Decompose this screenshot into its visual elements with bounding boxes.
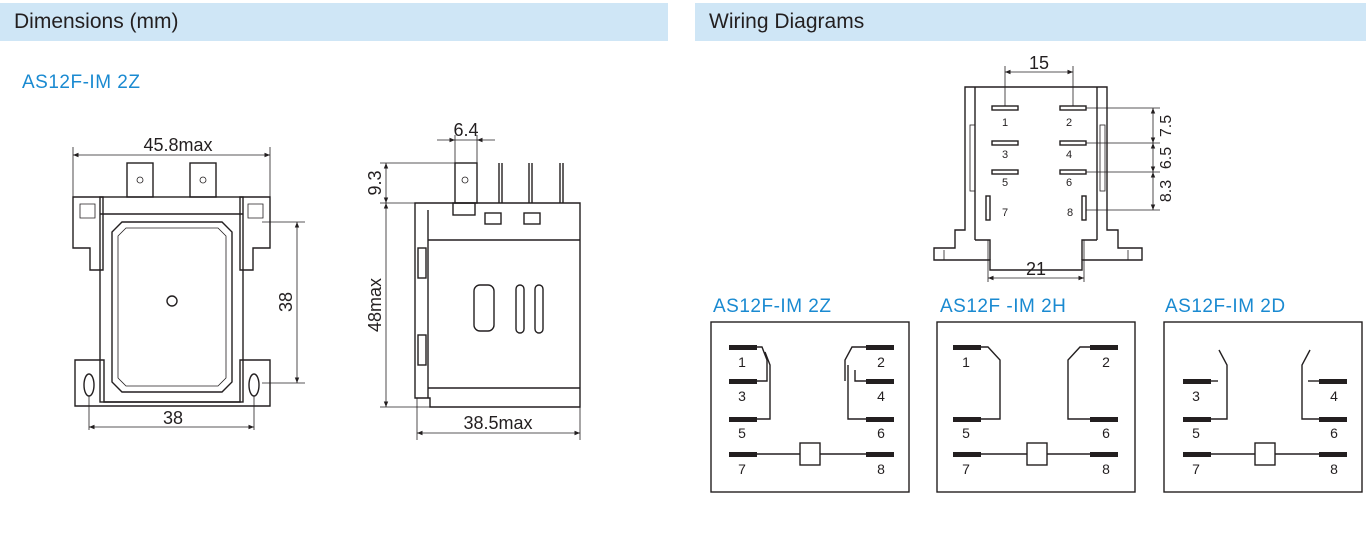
schematic-2h-pin-1: 1 (962, 354, 970, 370)
schematic-2h-pin-2: 2 (1102, 354, 1110, 370)
schematic-2h-pin-7: 7 (962, 461, 970, 477)
pin-bottom-spacing-label: 21 (1026, 259, 1046, 279)
wiring-diagrams-header: Wiring Diagrams (695, 3, 1366, 41)
pin-label-1: 1 (1002, 117, 1008, 129)
schematic-2d (1163, 321, 1363, 493)
pin-label-6: 6 (1066, 177, 1072, 189)
schematic-2z-pin-5: 5 (738, 425, 746, 441)
schematic-2z-pin-3: 3 (738, 388, 746, 404)
side-height-label: 48max (365, 278, 385, 332)
schematic-2d-pin-5: 5 (1192, 425, 1200, 441)
dimension-model-label: AS12F-IM 2Z (22, 72, 141, 93)
front-hole-spacing-label: 38 (163, 408, 183, 428)
schematic-2d-pin-6: 6 (1330, 425, 1338, 441)
schematic-2z-pin-6: 6 (877, 425, 885, 441)
schematic-2h-pin-8: 8 (1102, 461, 1110, 477)
wiring-2z-model-label: AS12F-IM 2Z (713, 296, 832, 317)
schematic-2z-pin-4: 4 (877, 388, 885, 404)
front-height-label: 38 (276, 292, 296, 312)
schematic-2z-pin-1: 1 (738, 354, 746, 370)
schematic-2d-pin-8: 8 (1330, 461, 1338, 477)
pin-label-5: 5 (1002, 177, 1008, 189)
pin-label-7: 7 (1002, 207, 1008, 219)
schematic-2d-pin-3: 3 (1192, 388, 1200, 404)
pin-row-spacing-2-label: 6.5 (1158, 147, 1175, 169)
pin-row-spacing-1-label: 7.5 (1158, 115, 1175, 137)
pin-row-spacing-3-label: 8.3 (1158, 180, 1175, 202)
schematic-2h-pin-6: 6 (1102, 425, 1110, 441)
pin-label-2: 2 (1066, 117, 1072, 129)
front-view-drawing (72, 147, 305, 430)
schematic-2h (936, 321, 1136, 493)
schematic-2d-pin-7: 7 (1192, 461, 1200, 477)
wiring-2h-model-label: AS12F -IM 2H (940, 296, 1067, 317)
side-terminal-width-label: 6.4 (453, 120, 478, 140)
pin-label-3: 3 (1002, 149, 1008, 161)
front-width-label: 45.8max (143, 135, 212, 155)
schematic-2d-pin-4: 4 (1330, 388, 1338, 404)
side-view-drawing (380, 135, 581, 440)
schematic-2h-pin-5: 5 (962, 425, 970, 441)
side-depth-label: 38.5max (463, 413, 532, 433)
schematic-2z (710, 321, 910, 493)
wiring-2d-model-label: AS12F-IM 2D (1165, 296, 1286, 317)
pin-top-spacing-label: 15 (1029, 53, 1049, 73)
schematic-2z-pin-2: 2 (877, 354, 885, 370)
schematic-2z-pin-7: 7 (738, 461, 746, 477)
pin-label-4: 4 (1066, 149, 1072, 161)
pin-layout-drawing (933, 66, 1160, 282)
side-terminal-height-label: 9.3 (365, 170, 385, 195)
dimensions-header: Dimensions (mm) (0, 3, 668, 41)
pin-label-8: 8 (1067, 207, 1073, 219)
schematic-2z-pin-8: 8 (877, 461, 885, 477)
